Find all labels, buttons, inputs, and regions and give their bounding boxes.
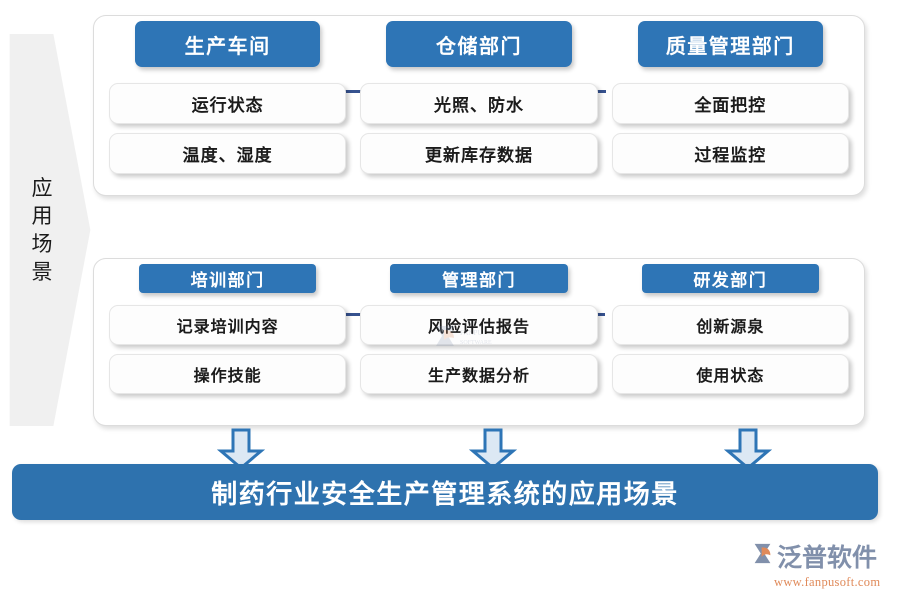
column-production-workshop: 生产车间 运行状态 温度、湿度	[102, 21, 353, 187]
list-item[interactable]: 操作技能	[109, 354, 347, 394]
column-training-department: 培训部门 记录培训内容 操作技能	[102, 264, 353, 417]
column-header-chip[interactable]: 研发部门	[641, 264, 819, 293]
brand-logo-row: 泛普软件	[752, 538, 877, 574]
list-item[interactable]: 风险评估报告	[360, 305, 598, 345]
panel-bottom-columns: 培训部门 记录培训内容 操作技能 管理部门 风险评估报告 生产数据分析 研发部门…	[94, 259, 864, 425]
brand-url: www.fanpusoft.com	[774, 575, 881, 589]
list-item[interactable]: 温度、湿度	[109, 133, 347, 174]
side-label-char-3: 景	[31, 260, 53, 285]
side-label-char-1: 用	[31, 203, 53, 228]
column-quality-management-department: 质量管理部门 全面把控 过程监控	[605, 21, 856, 187]
column-warehouse-department: 仓储部门 光照、防水 更新库存数据	[353, 21, 604, 187]
column-header-chip[interactable]: 培训部门	[139, 264, 317, 293]
panel-bottom: 培训部门 记录培训内容 操作技能 管理部门 风险评估报告 生产数据分析 研发部门…	[93, 258, 865, 426]
list-item[interactable]: 创新源泉	[611, 305, 849, 345]
arrow-down-icon	[723, 427, 773, 471]
application-scenario-label: 应 用 场 景	[22, 30, 62, 430]
brand-name: 泛普软件	[777, 545, 878, 572]
panel-top: 生产车间 运行状态 温度、湿度 仓储部门 光照、防水 更新库存数据 质量管理部门…	[93, 15, 865, 196]
column-header-chip[interactable]: 生产车间	[135, 21, 321, 67]
list-item[interactable]: 过程监控	[611, 133, 849, 174]
list-item[interactable]: 运行状态	[109, 83, 347, 124]
column-items: 运行状态 温度、湿度	[109, 83, 347, 174]
column-header-chip[interactable]: 管理部门	[390, 264, 568, 293]
column-header-chip[interactable]: 仓储部门	[386, 21, 572, 67]
column-items: 光照、防水 更新库存数据	[360, 83, 598, 174]
column-header-chip[interactable]: 质量管理部门	[637, 21, 823, 67]
arrow-down-icon	[468, 427, 518, 471]
list-item[interactable]: 光照、防水	[360, 83, 598, 124]
column-items: 全面把控 过程监控	[611, 83, 849, 174]
list-item[interactable]: 更新库存数据	[360, 133, 598, 174]
side-label-char-2: 场	[31, 232, 53, 256]
column-items: 风险评估报告 生产数据分析	[360, 305, 598, 394]
list-item[interactable]: 记录培训内容	[109, 305, 347, 345]
column-rd-department: 研发部门 创新源泉 使用状态	[605, 264, 856, 417]
column-management-department: 管理部门 风险评估报告 生产数据分析	[353, 264, 604, 417]
fanpu-logo-icon	[752, 541, 773, 571]
summary-banner-title: 制药行业安全生产管理系统的应用场景	[211, 479, 679, 509]
column-items: 记录培训内容 操作技能	[109, 305, 347, 394]
column-items: 创新源泉 使用状态	[611, 305, 849, 394]
list-item[interactable]: 生产数据分析	[360, 354, 598, 394]
side-label-char-0: 应	[31, 175, 53, 200]
list-item[interactable]: 全面把控	[611, 83, 849, 124]
brand-logo[interactable]: 泛普软件 www.fanpusoft.com	[752, 538, 892, 590]
application-scenario-chevron: 应 用 场 景	[8, 30, 92, 430]
list-item[interactable]: 使用状态	[611, 354, 849, 394]
panel-top-columns: 生产车间 运行状态 温度、湿度 仓储部门 光照、防水 更新库存数据 质量管理部门…	[94, 16, 864, 195]
arrow-down-icon	[216, 427, 266, 471]
summary-banner[interactable]: 制药行业安全生产管理系统的应用场景	[12, 464, 878, 520]
